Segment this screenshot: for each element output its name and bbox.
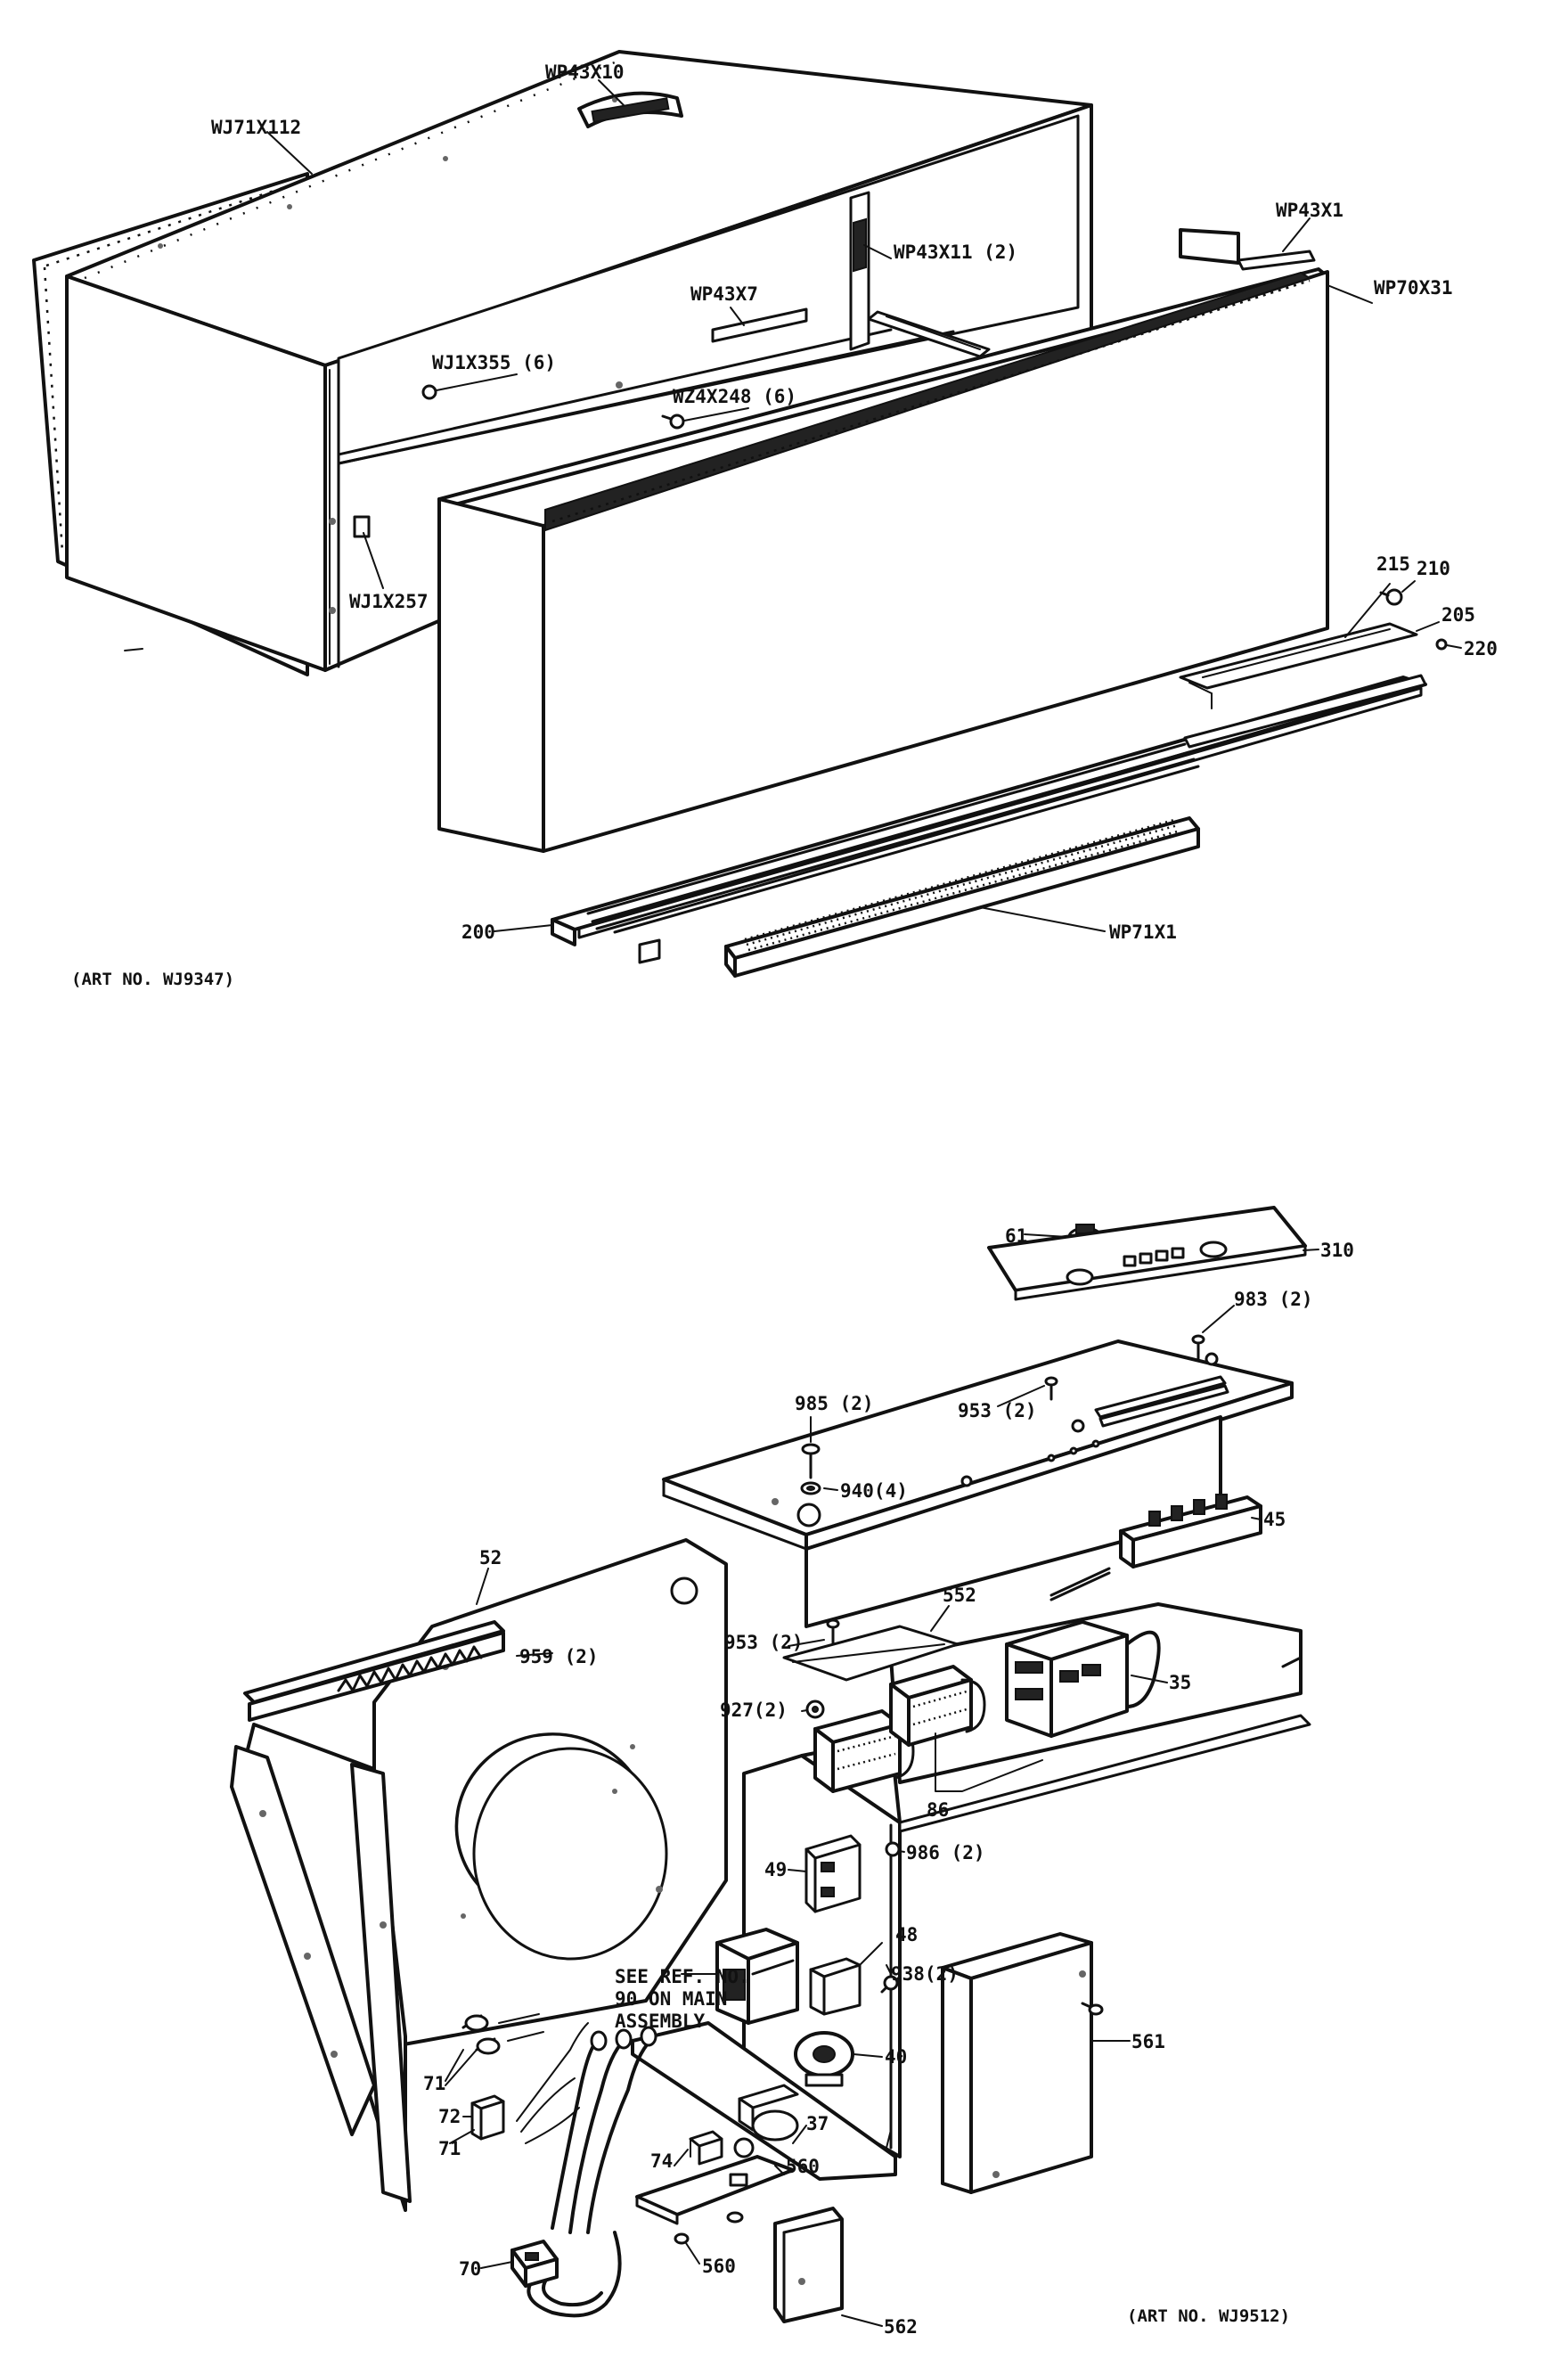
callout-70: 70 — [459, 2258, 481, 2280]
screw-wj1x355 — [421, 384, 437, 400]
component-74 — [689, 2130, 755, 2166]
art-number-lower: (ART NO. WJ9512) — [1127, 2306, 1290, 2326]
upper-leader-lines — [124, 79, 1462, 932]
thermostat-40 — [794, 2031, 854, 2087]
callout-wp43x10: WP43X10 — [545, 61, 625, 83]
mounting-plate-560 — [635, 2155, 795, 2225]
callout-560-plate: 560 — [786, 2156, 820, 2177]
callout-561: 561 — [1131, 2031, 1165, 2052]
wiring-harness — [461, 2013, 657, 2318]
callout-wp43x7: WP43X7 — [690, 283, 758, 305]
callout-215: 215 — [1376, 553, 1410, 575]
callout-40: 40 — [885, 2046, 907, 2068]
callout-74: 74 — [650, 2150, 673, 2172]
callout-wp70x31: WP70X31 — [1374, 277, 1453, 299]
washer-940 — [800, 1481, 821, 1495]
upper-assembly: WJ71X112 WP43X10 WP43X11 (2) WP43X1 WP70… — [32, 50, 1498, 989]
callout-953-bracket: 953 (2) — [724, 1632, 804, 1653]
callout-45: 45 — [1263, 1509, 1286, 1530]
screw-561 — [1081, 2002, 1104, 2016]
art-number-upper: (ART NO. WJ9347) — [71, 970, 234, 989]
callout-71-bottom: 71 — [438, 2138, 461, 2159]
lower-leader-lines — [445, 1233, 1319, 2327]
terminal-block-45 — [1119, 1494, 1262, 1568]
callout-61: 61 — [1005, 1225, 1027, 1247]
callout-wj1x257: WJ1X257 — [349, 591, 429, 612]
callout-959: 959 (2) — [519, 1646, 599, 1667]
see-ref-line-1: SEE REF. NO. — [615, 1966, 750, 1987]
callout-49: 49 — [764, 1859, 787, 1880]
bracket-562 — [773, 2207, 844, 2323]
callout-940: 940(4) — [840, 1480, 908, 1502]
screw-953-bracket — [826, 1618, 840, 1646]
front-cabinet-panel — [437, 228, 1329, 853]
callout-86: 86 — [927, 1799, 949, 1821]
top-cover-plate — [662, 1339, 1294, 1628]
callout-210: 210 — [1417, 558, 1450, 579]
screw-985 — [801, 1443, 821, 1479]
bracket-959 — [243, 1620, 505, 1722]
callout-35: 35 — [1169, 1672, 1191, 1693]
power-plug-70 — [510, 2240, 559, 2288]
callout-220: 220 — [1464, 638, 1498, 659]
relay-86-left — [813, 1709, 915, 1793]
relay-86-right — [889, 1665, 986, 1747]
callout-986: 986 (2) — [906, 1842, 985, 1863]
washer-220 — [1435, 638, 1448, 651]
callout-wp43x1: WP43X1 — [1276, 200, 1343, 221]
bracket-552 — [782, 1625, 960, 1682]
relay-49 — [804, 1834, 862, 1913]
screw-953-top — [1044, 1376, 1058, 1401]
callout-560-screw: 560 — [702, 2256, 736, 2277]
callout-562: 562 — [884, 2316, 918, 2338]
screw-986 — [885, 1841, 901, 1857]
lower-assembly: 61 310 983 (2) 985 (2) 953 (2) 940(4) 45… — [230, 1206, 1354, 2338]
transformer-ref-90 — [715, 1928, 799, 2025]
component-48 — [809, 1957, 862, 2016]
inlet-grille-wp71x1 — [724, 816, 1200, 978]
callout-52: 52 — [479, 1547, 502, 1568]
discharge-grille-200 — [551, 674, 1427, 964]
callout-wp43x11: WP43X11 (2) — [894, 242, 1017, 263]
component-37 — [738, 2084, 799, 2142]
cover-panel-561 — [941, 1932, 1093, 2194]
left-side-panel — [230, 1723, 412, 2212]
screw-wz4x248 — [661, 414, 685, 430]
callout-983: 983 (2) — [1234, 1289, 1313, 1310]
screw-983 — [1191, 1334, 1205, 1361]
callout-48: 48 — [895, 1924, 918, 1945]
plug-72 — [470, 2094, 505, 2141]
callout-200: 200 — [461, 921, 495, 943]
rotary-switch-35 — [1005, 1567, 1161, 1738]
callout-552: 552 — [943, 1585, 976, 1606]
callout-985: 985 (2) — [795, 1393, 874, 1414]
callout-37: 37 — [806, 2113, 829, 2134]
control-panel-310 — [987, 1206, 1307, 1301]
callout-wz4x248: WZ4X248 (6) — [673, 386, 796, 407]
callout-wj71x112: WJ71X112 — [211, 117, 301, 138]
callout-wp71x1: WP71X1 — [1109, 921, 1177, 943]
washer-927 — [805, 1699, 825, 1719]
callout-wj1x355: WJ1X355 (6) — [432, 352, 556, 373]
callout-72: 72 — [438, 2106, 461, 2127]
screw-938 — [880, 1975, 899, 1994]
callout-927: 927(2) — [720, 1699, 788, 1721]
screw-560 — [674, 2211, 744, 2245]
see-ref-line-2: 90 ON MAIN — [615, 1988, 727, 2010]
access-door-215 — [1179, 622, 1418, 709]
strip-wp43x1 — [1237, 250, 1316, 271]
callout-205: 205 — [1441, 604, 1475, 626]
see-ref-line-3: ASSEMBLY — [615, 2011, 706, 2032]
callout-310: 310 — [1320, 1240, 1354, 1261]
callout-953-top: 953 (2) — [958, 1400, 1037, 1421]
callout-938: 938(2) — [891, 1963, 959, 1985]
callout-71-top: 71 — [423, 2073, 445, 2094]
fan-shroud-52 — [372, 1538, 728, 2052]
